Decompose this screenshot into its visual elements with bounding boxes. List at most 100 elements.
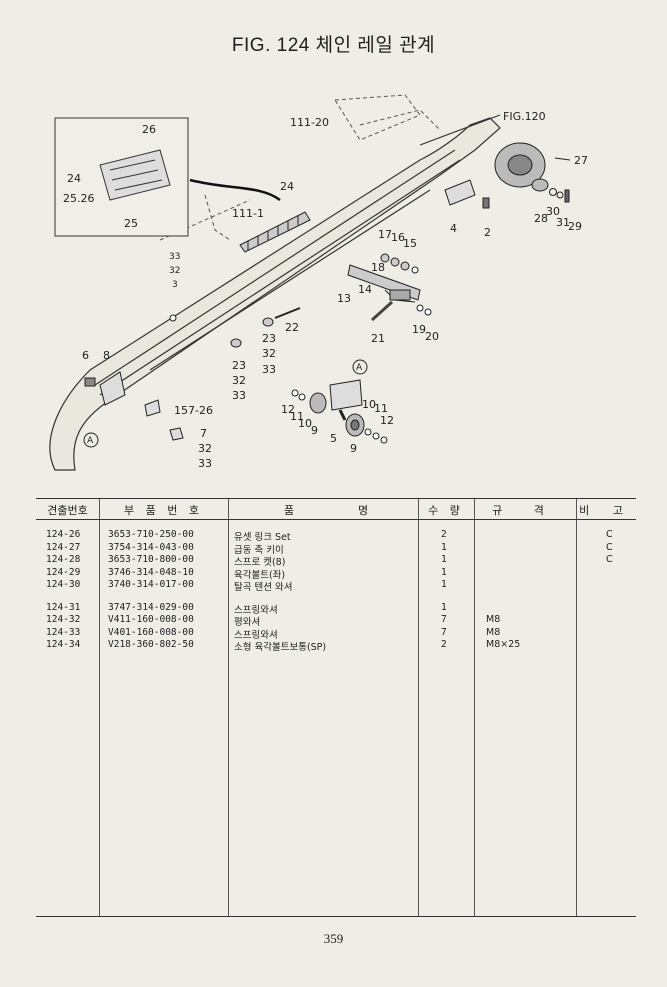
header-name-b: 명 (358, 504, 373, 517)
cell-name: 스프링와셔 (234, 629, 278, 641)
cell-ref-no: 124-32 (46, 614, 81, 625)
callout-label: 21 (371, 332, 385, 345)
callout-label: 15 (403, 237, 417, 250)
cell-name: 평와셔 (234, 617, 261, 628)
column-divider (418, 499, 419, 916)
cell-part-no: 3740-314-017-00 (108, 579, 194, 590)
callout-label: 4 (450, 222, 457, 235)
cell-part-no: 3754-314-043-00 (108, 541, 194, 553)
callout-label: 24 (67, 172, 81, 185)
callout-label: 25 (124, 217, 138, 230)
cell-qty: 2 (441, 529, 447, 540)
callout-label: 16 (391, 231, 405, 244)
cell-name: 급동 축 키이 (234, 544, 284, 556)
callout-label: 19 (412, 323, 426, 336)
callout-label: 111-20 (290, 116, 329, 129)
callout-label: A (87, 436, 94, 446)
cell-name: 유셋 링크 Set (234, 532, 291, 543)
cell-part-no: 3747-314-029-00 (108, 601, 194, 613)
cell-qty: 1 (441, 579, 447, 590)
callout-label: FIG.120 (503, 110, 546, 123)
cell-name: 소형 육각볼트보통(SP) (234, 642, 327, 653)
cell-name: 육각볼트(좌) (234, 569, 286, 581)
header-spec: 규 격 (492, 504, 558, 517)
callout-label: 22 (285, 321, 299, 334)
callout-label: A (356, 363, 363, 373)
callout-label: 32 (169, 266, 180, 276)
header-name-a: 품 (284, 504, 299, 517)
callout-label: 12 (281, 403, 295, 416)
table-row: 124-34 V218-360-802-50 소형 육각볼트보통(SP) 2 M… (36, 639, 636, 653)
cell-qty: 7 (441, 626, 447, 638)
cell-note: C (606, 541, 613, 553)
callout-label: 3 (172, 280, 178, 290)
cell-note: C (606, 554, 613, 565)
cell-qty: 1 (441, 566, 447, 578)
table-row: 124-26 3653-710-250-00 유셋 링크 Set 2 C (36, 529, 636, 543)
roller-assembly (291, 379, 388, 444)
cell-qty: 2 (441, 639, 447, 650)
callout-label: 31 (556, 216, 570, 229)
chain-rail-body (49, 114, 501, 471)
callout-label: 14 (358, 283, 372, 296)
callout-label: 23 (262, 332, 276, 345)
cell-part-no: V218-360-802-50 (108, 639, 194, 650)
callout-label: 33 (262, 363, 276, 376)
cell-part-no: 3653-710-800-00 (108, 554, 194, 565)
header-note: 비 고 (579, 504, 633, 517)
callout-label: 33 (198, 457, 212, 470)
callout-label: 7 (200, 427, 207, 440)
callout-label: 9 (350, 442, 357, 455)
callout-label: 23 (232, 359, 246, 372)
callout-label: 32 (232, 374, 246, 387)
cell-spec: M8 (486, 626, 501, 638)
cell-ref-no: 124-31 (46, 601, 81, 613)
callout-label: 2 (484, 226, 491, 239)
cell-note: C (606, 529, 613, 540)
cell-spec: M8×25 (486, 639, 521, 650)
cell-ref-no: 124-27 (46, 541, 81, 553)
header-ref-no: 견출번호 (47, 504, 88, 517)
page-number: 359 (323, 931, 344, 946)
callout-label: 8 (103, 349, 110, 362)
guide-strip (239, 211, 311, 253)
cell-qty: 1 (441, 601, 447, 613)
table-row: 124-28 3653-710-800-00 스프로 켓(8) 1 C (36, 554, 636, 568)
cell-ref-no: 124-30 (46, 579, 81, 590)
column-divider (99, 499, 100, 916)
callout-labels: 111-20 FIG.120 27 24 2 4 28 30 31 29 26 … (63, 110, 588, 470)
table-body: 124-26 3653-710-250-00 유셋 링크 Set 2 C 124… (36, 529, 636, 653)
callout-label: 10 (298, 417, 312, 430)
callout-label: 33 (232, 389, 246, 402)
callout-label: 10 (362, 398, 376, 411)
cell-ref-no: 124-29 (46, 566, 81, 578)
callout-label: 12 (380, 414, 394, 427)
callout-label: 20 (425, 330, 439, 343)
cell-spec: M8 (486, 614, 501, 625)
cell-part-no: 3746-314-048-10 (108, 566, 194, 578)
callout-label: 32 (198, 442, 212, 455)
cell-name: 탈곡 텐션 와셔 (234, 582, 293, 593)
callout-label: 28 (534, 212, 548, 225)
cell-qty: 1 (441, 554, 447, 565)
inset-detail (54, 117, 281, 237)
header-part-no: 부 품 번 호 (124, 504, 203, 517)
cell-qty: 1 (441, 541, 447, 553)
table-row: 124-32 V411-160-008-00 평와셔 7 M8 (36, 614, 636, 628)
cell-ref-no: 124-28 (46, 554, 81, 565)
table-row: 124-33 V401-160-008-00 스프링와셔 7 M8 (36, 626, 636, 641)
callout-label: 29 (568, 220, 582, 233)
callout-label: 5 (330, 432, 337, 445)
callout-label: 27 (574, 154, 588, 167)
callout-label: 111-1 (232, 207, 264, 220)
callout-label: 13 (337, 292, 351, 305)
cell-part-no: 3653-710-250-00 (108, 529, 194, 540)
callout-label: 24 (280, 180, 294, 193)
table-row: 124-29 3746-314-048-10 육각볼트(좌) 1 (36, 566, 636, 581)
table-header: 견출번호 부 품 번 호 품 명 수 량 규 격 비 고 (36, 499, 636, 520)
cell-ref-no: 124-33 (46, 626, 81, 638)
callout-label: 17 (378, 228, 392, 241)
cell-ref-no: 124-26 (46, 529, 81, 540)
callout-label: 26 (142, 123, 156, 136)
